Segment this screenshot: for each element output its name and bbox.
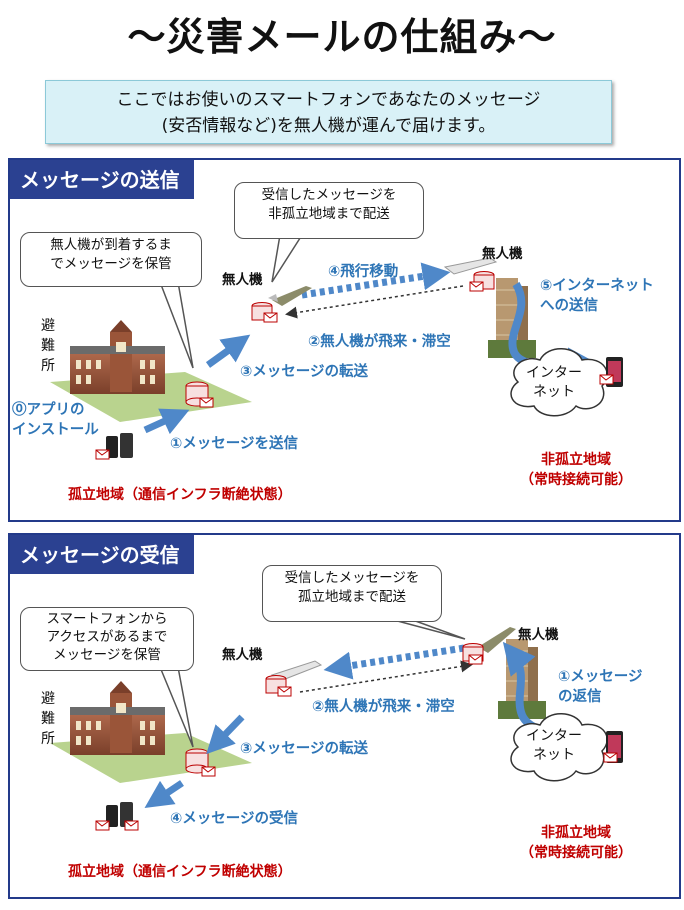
receive-arrow-arrival bbox=[299, 660, 473, 693]
smartphone-icon bbox=[603, 731, 623, 763]
step3-label: ③メッセージの転送 bbox=[240, 364, 368, 380]
step1-label: ①メッセージ の返信 bbox=[558, 667, 643, 707]
shelter-char: 所 bbox=[41, 731, 55, 747]
smartphone-icon bbox=[95, 433, 133, 460]
callout-drone-line1: 受信したメッセージを bbox=[284, 570, 420, 586]
send-arrow-shelter-to-drone bbox=[205, 334, 251, 368]
server-icon bbox=[462, 643, 484, 665]
internet-label: インター ネット bbox=[522, 727, 586, 765]
connected-area-label: 非孤立地域 （常時接続可能） bbox=[520, 450, 632, 490]
shelter-char: 難 bbox=[41, 338, 55, 354]
send-arrow-flight bbox=[301, 262, 451, 299]
shelter-char: 難 bbox=[41, 711, 55, 727]
step0-line2: インストール bbox=[12, 422, 99, 438]
cloud-icon bbox=[510, 713, 608, 782]
drone-icon bbox=[268, 286, 312, 306]
callout-shelter-storage: スマートフォンから アクセスがあるまで メッセージを保管 bbox=[20, 607, 194, 671]
step3-label: ③メッセージの転送 bbox=[240, 741, 368, 757]
shelter-label: 避 難 所 bbox=[40, 689, 56, 749]
drone-icon bbox=[478, 627, 516, 653]
connected-line1: 非孤立地域 bbox=[541, 825, 611, 841]
server-icon bbox=[185, 381, 214, 408]
server-icon bbox=[469, 271, 495, 292]
send-panel: メッセージの送信 無人機が到着するま でメッセージを保管 受信したメッセージを … bbox=[8, 158, 681, 522]
callout-shelter-storage: 無人機が到着するま でメッセージを保管 bbox=[20, 232, 202, 287]
smartphone-icon bbox=[599, 357, 623, 387]
shelter-char: 避 bbox=[41, 691, 55, 707]
drone-icon bbox=[443, 257, 498, 275]
callout-shelter-line1: スマートフォンから bbox=[46, 611, 168, 627]
cloud-icon bbox=[510, 348, 608, 417]
callout-drone-line2: 孤立地域まで配送 bbox=[298, 589, 406, 605]
receive-panel: メッセージの受信 スマートフォンから アクセスがあるまで メッセージを保管 受信… bbox=[8, 533, 681, 899]
callout-drone-delivery: 受信したメッセージを 孤立地域まで配送 bbox=[262, 565, 442, 622]
receive-header: メッセージの受信 bbox=[10, 535, 194, 574]
receive-arrow-drone-to-shelter bbox=[206, 714, 245, 755]
intro-box: ここではお使いのスマートフォンであなたのメッセージ (安否情報など)を無人機が運… bbox=[45, 80, 612, 144]
connected-line2: （常時接続可能） bbox=[520, 845, 632, 861]
drone-label-right: 無人機 bbox=[482, 246, 523, 262]
callout-shelter-line2: アクセスがあるまで bbox=[46, 629, 168, 645]
connected-area-label: 非孤立地域 （常時接続可能） bbox=[520, 823, 632, 863]
receive-arrow-shelter-to-phone bbox=[144, 780, 184, 808]
send-header: メッセージの送信 bbox=[10, 160, 194, 199]
drone-label-left: 無人機 bbox=[222, 647, 263, 663]
server-icon bbox=[251, 302, 278, 323]
step5-line1: ⑤インターネット bbox=[540, 278, 654, 294]
shelter-char: 所 bbox=[41, 358, 55, 374]
internet-label: インター ネット bbox=[522, 364, 586, 402]
internet-line1: インター bbox=[526, 365, 582, 381]
receive-arrow-flight bbox=[323, 644, 465, 680]
internet-line2: ネット bbox=[533, 747, 575, 763]
page-title: 〜災害メールの仕組み〜 bbox=[127, 15, 557, 59]
isolated-area-label: 孤立地域（通信インフラ断絶状態） bbox=[68, 487, 292, 503]
send-arrow-phone-to-shelter bbox=[143, 408, 190, 435]
drone-label-left: 無人機 bbox=[222, 272, 263, 288]
callout-drone-line1: 受信したメッセージを bbox=[261, 187, 397, 203]
internet-line1: インター bbox=[526, 728, 582, 744]
server-icon bbox=[185, 748, 216, 777]
callout-shelter-line3: メッセージを保管 bbox=[53, 647, 161, 663]
callout-shelter-line2: でメッセージを保管 bbox=[50, 256, 172, 272]
step1-label: ①メッセージを送信 bbox=[170, 436, 298, 452]
building-icon bbox=[70, 681, 165, 755]
callout-shelter-line1: 無人機が到着するま bbox=[50, 237, 172, 253]
shelter-char: 避 bbox=[41, 318, 55, 334]
connected-line1: 非孤立地域 bbox=[541, 452, 611, 468]
server-icon bbox=[265, 675, 292, 697]
receive-diagram bbox=[50, 618, 623, 831]
step2-label: ②無人機が飛来・滞空 bbox=[312, 699, 455, 715]
step4-label: ④メッセージの受信 bbox=[170, 811, 298, 827]
send-diagram bbox=[50, 234, 623, 460]
step0-label: ⓪アプリの インストール bbox=[12, 400, 99, 440]
connected-line2: （常時接続可能） bbox=[520, 472, 632, 488]
step1-line2: の返信 bbox=[558, 689, 602, 705]
internet-line2: ネット bbox=[533, 384, 575, 400]
intro-line-2: (安否情報など)を無人機が運んで届けます。 bbox=[161, 116, 496, 136]
callout-drone-delivery: 受信したメッセージを 非孤立地域まで配送 bbox=[234, 182, 424, 239]
step4-label: ④飛行移動 bbox=[328, 264, 399, 280]
drone-label-right: 無人機 bbox=[518, 627, 559, 643]
callout-drone-line2: 非孤立地域まで配送 bbox=[268, 206, 390, 222]
step5-label: ⑤インターネット への送信 bbox=[540, 276, 654, 316]
isolated-area-label: 孤立地域（通信インフラ断絶状態） bbox=[68, 864, 292, 880]
building-icon bbox=[70, 320, 165, 394]
intro-line-1: ここではお使いのスマートフォンであなたのメッセージ bbox=[116, 90, 541, 110]
step0-line1: ⓪アプリの bbox=[12, 402, 85, 418]
shelter-label: 避 難 所 bbox=[40, 316, 56, 376]
step2-label: ②無人機が飛来・滞空 bbox=[308, 334, 451, 350]
smartphone-icon bbox=[95, 802, 139, 831]
step5-line2: への送信 bbox=[540, 298, 598, 314]
step1-line1: ①メッセージ bbox=[558, 669, 643, 685]
